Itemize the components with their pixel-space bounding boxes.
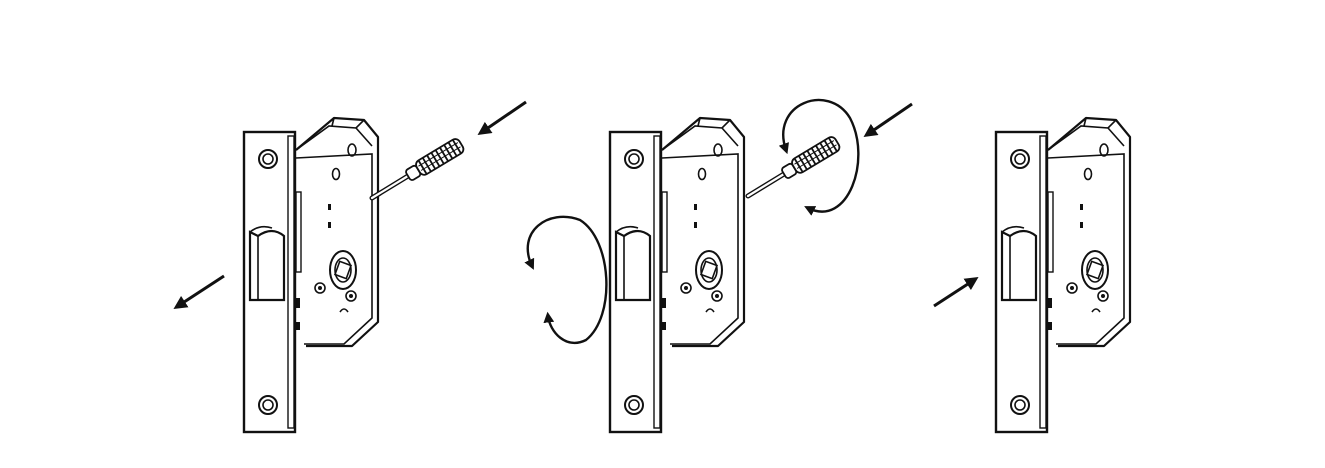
screwdriver-icon (748, 135, 841, 196)
arrow-icon (477, 100, 527, 136)
rotate-icon (524, 215, 608, 344)
step-1-group (173, 100, 527, 434)
mortise-lock-icon (242, 116, 380, 434)
step-2-group (524, 99, 913, 434)
mortise-lock-icon (994, 116, 1132, 434)
arrow-icon (863, 102, 913, 138)
step-3-group (933, 116, 1132, 434)
arrow-icon (933, 277, 979, 308)
arrow-icon (173, 274, 225, 309)
rotate-icon (778, 99, 860, 216)
screwdriver-icon (372, 137, 465, 198)
mortise-lock-icon (608, 116, 746, 434)
